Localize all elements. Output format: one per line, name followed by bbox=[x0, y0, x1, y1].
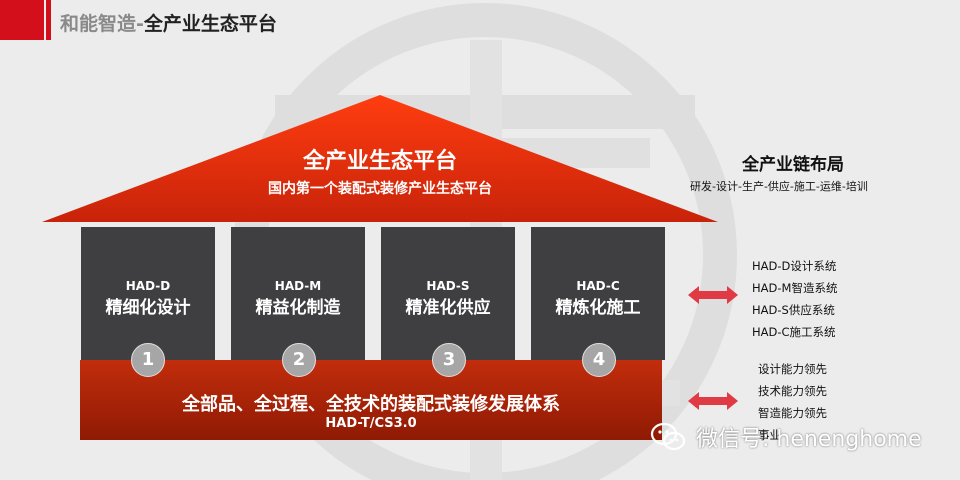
number-badge: 2 bbox=[282, 343, 316, 377]
base-title: 全部品、全过程、全技术的装配式装修发展体系 bbox=[182, 394, 560, 415]
pillar-code: HAD-C bbox=[576, 279, 620, 293]
pillar-name: 精炼化施工 bbox=[555, 298, 641, 318]
header-accent-bar bbox=[0, 0, 44, 40]
pillar-supply: HAD-S 精准化供应 bbox=[381, 227, 515, 360]
house-base: 全部品、全过程、全技术的装配式装修发展体系 HAD-T/CS3.0 bbox=[80, 360, 662, 440]
pillar-code: HAD-S bbox=[426, 279, 470, 293]
double-arrow-icon bbox=[688, 392, 738, 410]
pillar-manufacturing: HAD-M 精益化制造 bbox=[231, 227, 365, 360]
header-accent-stripe bbox=[46, 0, 51, 40]
number-badge: 3 bbox=[432, 343, 466, 377]
chain-subtitle: 研发-设计-生产-供应-施工-运维-培训 bbox=[690, 180, 868, 193]
system-item: HAD-S供应系统 bbox=[752, 303, 835, 317]
brand-label: 和能智造- bbox=[60, 13, 144, 35]
system-item: HAD-C施工系统 bbox=[752, 325, 836, 339]
system-item: HAD-M智造系统 bbox=[752, 281, 838, 295]
roof-title: 全产业生态平台 bbox=[302, 149, 457, 174]
base-subtitle: HAD-T/CS3.0 bbox=[325, 416, 417, 431]
capability-item: 事业 bbox=[758, 428, 781, 442]
capability-item: 设计能力领先 bbox=[758, 362, 827, 376]
chain-title: 全产业链布局 bbox=[742, 155, 844, 175]
double-arrow-icon bbox=[688, 286, 738, 304]
watermark-text: 微信号: henenghome bbox=[696, 427, 922, 452]
pillar-code: HAD-D bbox=[125, 279, 171, 293]
title-label: 全产业生态平台 bbox=[143, 13, 277, 35]
pillar-design: HAD-D 精细化设计 bbox=[81, 227, 215, 360]
wechat-watermark: 微信号: henenghome bbox=[650, 419, 922, 455]
pillar-name: 精准化供应 bbox=[405, 298, 491, 318]
capabilities-list: 设计能力领先 技术能力领先 智造能力领先 事业 bbox=[758, 362, 827, 450]
number-badge: 1 bbox=[131, 343, 165, 377]
pillar-code: HAD-M bbox=[274, 279, 322, 293]
wechat-icon bbox=[650, 422, 686, 451]
pillar-name: 精细化设计 bbox=[105, 298, 191, 318]
capability-item: 技术能力领先 bbox=[758, 384, 827, 398]
systems-list: HAD-D设计系统 HAD-M智造系统 HAD-S供应系统 HAD-C施工系统 bbox=[752, 259, 837, 347]
page-title: 和能智造-全产业生态平台 bbox=[60, 9, 277, 36]
number-badge: 4 bbox=[582, 343, 616, 377]
capability-item: 智造能力领先 bbox=[758, 406, 827, 420]
system-item: HAD-D设计系统 bbox=[752, 259, 837, 273]
pillar-construction: HAD-C 精炼化施工 bbox=[531, 227, 665, 360]
pillar-name: 精益化制造 bbox=[255, 298, 341, 318]
roof-subtitle: 国内第一个装配式装修产业生态平台 bbox=[268, 181, 492, 197]
